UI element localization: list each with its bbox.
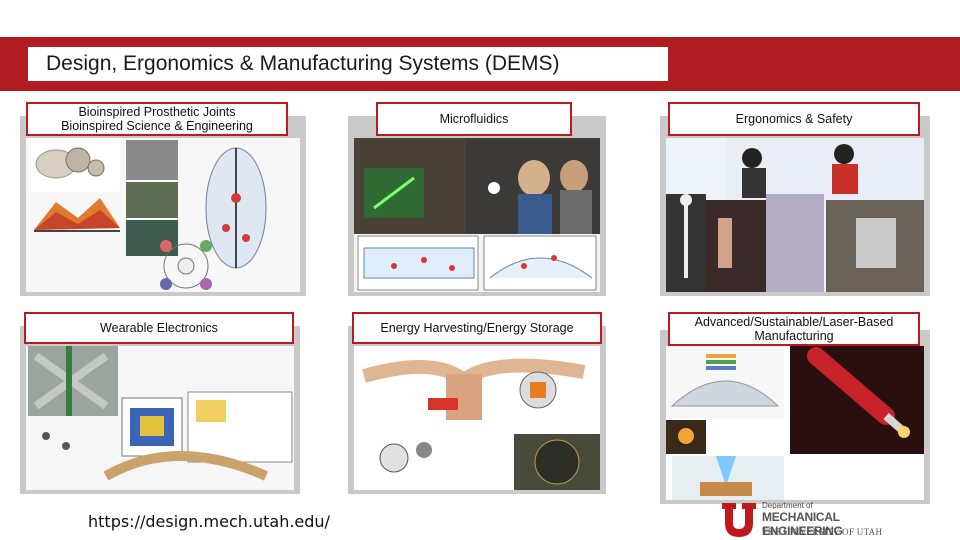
bioinspired-figures — [28, 138, 267, 290]
logo-dept: Department of — [762, 501, 813, 510]
panel-energy — [348, 326, 606, 494]
ergonomics-photos — [666, 138, 924, 292]
panel-manufacturing-image — [666, 346, 924, 500]
title-bar: Design, Ergonomics & Manufacturing Syste… — [0, 37, 960, 91]
energy-harvesting-figures — [362, 358, 600, 490]
label-manufacturing: Advanced/Sustainable/Laser-Based Manufac… — [668, 312, 920, 346]
page-title: Design, Ergonomics & Manufacturing Syste… — [28, 47, 668, 81]
panel-microfluidics-image — [354, 138, 600, 292]
website-link[interactable]: https://design.mech.utah.edu/ — [88, 512, 330, 531]
label-energy-text: Energy Harvesting/Energy Storage — [380, 321, 574, 335]
panel-wearable-image — [26, 346, 294, 490]
label-microfluidics-text: Microfluidics — [439, 112, 509, 126]
label-ergonomics: Ergonomics & Safety — [668, 102, 920, 136]
label-manufacturing-line2: Manufacturing — [754, 329, 834, 343]
panel-manufacturing — [660, 330, 930, 504]
panel-ergonomics-image — [666, 138, 924, 292]
label-ergonomics-text: Ergonomics & Safety — [735, 112, 853, 126]
block-u-logo-icon — [722, 503, 756, 537]
wearable-electronics-figures — [28, 346, 293, 481]
panel-energy-image — [354, 346, 600, 490]
manufacturing-figures — [666, 346, 924, 500]
panel-microfluidics — [348, 116, 606, 296]
label-bioinspired-line2: Bioinspired Science & Engineering — [61, 119, 253, 133]
logo-name: MECHANICAL ENGINEERING — [762, 510, 843, 538]
label-manufacturing-line1: Advanced/Sustainable/Laser-Based — [694, 315, 894, 329]
label-energy: Energy Harvesting/Energy Storage — [352, 312, 602, 344]
panel-bioinspired — [20, 116, 306, 296]
label-bioinspired-line1: Bioinspired Prosthetic Joints — [78, 105, 236, 119]
label-microfluidics: Microfluidics — [376, 102, 572, 136]
label-wearable-text: Wearable Electronics — [100, 321, 218, 335]
label-wearable: Wearable Electronics — [24, 312, 294, 344]
panel-ergonomics — [660, 116, 930, 296]
panel-wearable — [20, 326, 300, 494]
university-logo: Department of MECHANICAL ENGINEERING THE… — [720, 500, 920, 540]
label-bioinspired: Bioinspired Prosthetic Joints Bioinspire… — [26, 102, 288, 136]
logo-university: THE UNIVERSITY OF UTAH — [762, 527, 883, 537]
microfluidics-lab-photo — [354, 138, 600, 291]
panel-bioinspired-image — [26, 138, 300, 292]
